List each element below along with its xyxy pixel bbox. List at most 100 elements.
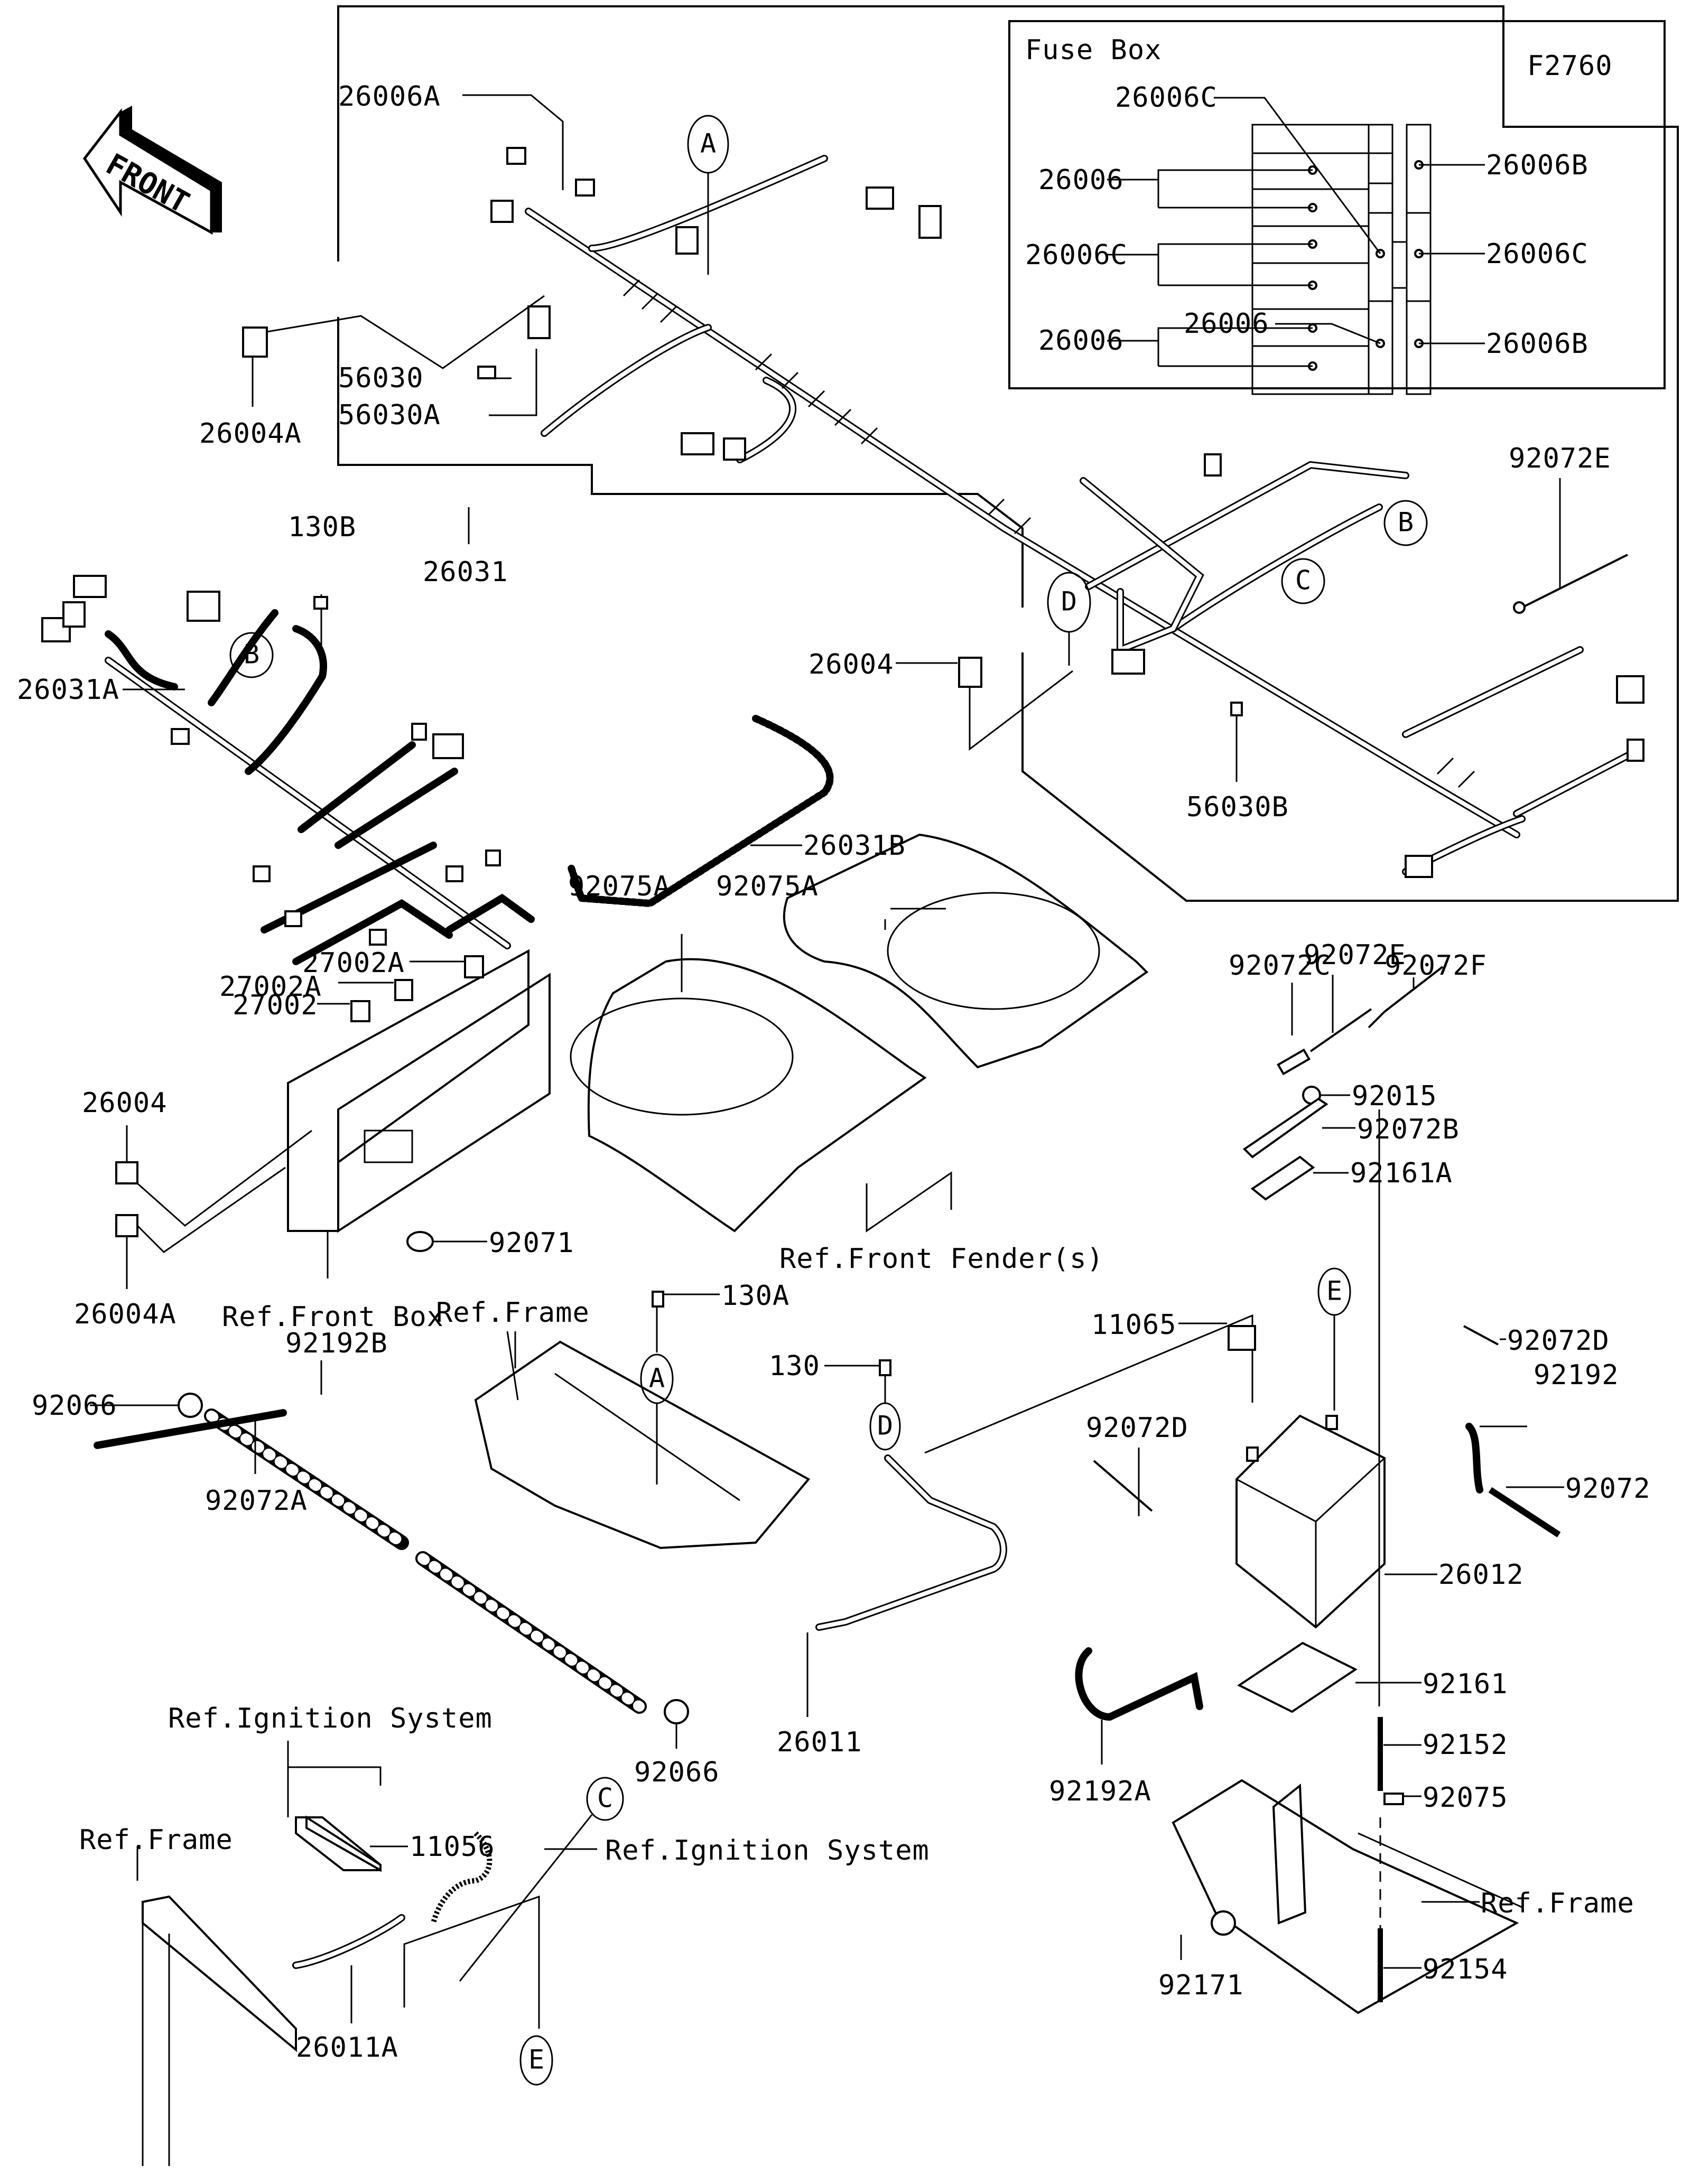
callout-b-sub-letter: B	[244, 639, 259, 670]
leader-front-fenders	[866, 1171, 952, 1233]
fuse-label-left-mid: 26006C	[1025, 239, 1128, 271]
bracket-92072B	[1242, 1097, 1328, 1159]
cap-92066-left	[178, 1393, 203, 1418]
callout-c-ignition-letter: C	[597, 1783, 613, 1814]
part-label-11065: 11065	[1091, 1309, 1177, 1341]
ground-cable-26011A-inner	[294, 1916, 404, 1967]
callout-a-top-letter: A	[700, 128, 716, 159]
fuse-label-top-center: 26006C	[1115, 82, 1218, 114]
tube-92192A	[1075, 1647, 1203, 1721]
part-label-92192: 92192	[1534, 1359, 1619, 1391]
leader-56030A	[489, 349, 537, 416]
callout-a-frame-letter: A	[649, 1363, 665, 1394]
part-label-92072D-left: 92072D	[1086, 1412, 1188, 1444]
callout-d-harness-letter: D	[1061, 586, 1077, 617]
part-label-92192B: 92192B	[285, 1328, 388, 1359]
part-label-92161A: 92161A	[1350, 1158, 1453, 1189]
part-label-92072E-top: 92072E	[1509, 443, 1611, 474]
relays	[350, 955, 484, 1022]
frame-bottom-left	[142, 1895, 297, 2166]
part-label-26011: 26011	[777, 1726, 862, 1758]
part-label-26012: 26012	[1438, 1559, 1524, 1591]
part-label-26031A: 26031A	[17, 674, 119, 706]
fuse-box-inset: Fuse Box 26	[1008, 20, 1666, 395]
frame-middle	[474, 1331, 811, 1550]
connector-26004A-left	[115, 1214, 138, 1237]
part-label-130B: 130B	[288, 511, 356, 543]
callout-b-harness	[1383, 500, 1428, 546]
fuse-block-main	[1251, 124, 1393, 395]
bolt-130A-icon	[652, 1291, 664, 1308]
part-label-92072: 92072	[1565, 1473, 1651, 1505]
bracket-11056	[305, 1815, 382, 1872]
part-label-56030B: 56030B	[1186, 791, 1289, 823]
fuse-label-right-mid: 26006C	[1486, 238, 1588, 270]
part-label-92154: 92154	[1423, 1954, 1508, 1985]
cable-tie-92072E-top	[1521, 554, 1628, 609]
part-label-27002A-2: 27002A	[219, 971, 322, 1003]
part-label-92066-right: 92066	[634, 1757, 720, 1788]
part-label-92072A: 92072A	[205, 1485, 308, 1517]
part-label-26004-mid: 26004	[809, 649, 894, 680]
part-label-92161: 92161	[1423, 1668, 1508, 1700]
harness-group-outline	[337, 5, 1679, 902]
battery-26012	[1235, 1414, 1386, 1629]
part-label-130A: 130A	[721, 1280, 789, 1312]
part-label-92072D-right: 92072D	[1507, 1325, 1610, 1357]
label-56030B-shape	[1230, 702, 1243, 716]
callout-b-harness-letter: B	[1398, 507, 1414, 538]
pad-92161A	[1250, 1155, 1315, 1201]
callout-c-ignition	[586, 1777, 624, 1821]
part-label-26004-left: 26004	[82, 1087, 168, 1119]
ref-ignition-top: Ref.Ignition System	[168, 1703, 493, 1734]
connector-26004-left	[115, 1161, 138, 1184]
part-label-92075: 92075	[1423, 1782, 1508, 1814]
part-label-56030A: 56030A	[338, 399, 441, 431]
callout-c-harness-letter: C	[1295, 565, 1311, 596]
fuse-label-left-bottom: 26006	[1038, 325, 1124, 357]
harness-group-outline-lower	[337, 317, 1024, 608]
label-56030-shape	[477, 366, 496, 379]
clip-92075	[1383, 1793, 1404, 1805]
fuse-box-frame	[1008, 20, 1666, 389]
connector-26004-mid	[958, 657, 982, 688]
ground-cable-26011A	[292, 1914, 405, 1969]
bolt-130B-icon	[313, 596, 328, 610]
fuse-slot-lines	[1252, 152, 1430, 347]
ref-frame-mid: Ref.Frame	[436, 1297, 590, 1329]
ref-frame-bottom-left: Ref.Frame	[79, 1824, 233, 1856]
part-label-27002A-1: 27002A	[302, 947, 405, 979]
fuse-label-right-bottom: 26006B	[1486, 328, 1588, 360]
ref-front-box: Ref.Front Box	[222, 1301, 444, 1333]
battery-tray	[1172, 1779, 1522, 2014]
figure-code: F2760	[1527, 50, 1613, 82]
part-label-26006A: 26006A	[338, 81, 441, 113]
main-wiring-harness	[490, 147, 1644, 878]
fuse-block-column	[1368, 124, 1393, 395]
fuse-label-right-top: 26006B	[1486, 150, 1588, 181]
fuse-box-title: Fuse Box	[1025, 34, 1162, 66]
part-label-92072F: 92072F	[1385, 950, 1487, 982]
tie-92072A	[93, 1409, 287, 1449]
part-label-92066-left: 92066	[32, 1390, 117, 1422]
mount-plate	[295, 1816, 382, 1871]
cap-92066-right	[664, 1699, 689, 1724]
part-label-92015: 92015	[1352, 1080, 1437, 1112]
bolt-130-icon	[879, 1359, 891, 1376]
ref-front-fenders: Ref.Front Fender(s)	[779, 1243, 1104, 1275]
spiral-tube-92192B-b-rib	[417, 1553, 645, 1712]
part-label-26011A: 26011A	[296, 2032, 398, 2064]
fuse-leader-lines	[1107, 97, 1485, 367]
pad-92161	[1237, 1641, 1358, 1713]
part-label-92152: 92152	[1423, 1729, 1508, 1761]
part-label-92072C: 92072C	[1229, 950, 1331, 982]
tie-92072D-left	[1093, 1460, 1153, 1512]
spiral-tube-92192B-a-rib	[206, 1411, 407, 1548]
callout-e-bottom	[519, 2035, 553, 2086]
tie-92072F	[1368, 966, 1444, 1029]
fuse-label-left-top: 26006	[1038, 164, 1124, 196]
callout-e-battery-letter: E	[1326, 1276, 1342, 1306]
tube-92192	[1465, 1423, 1483, 1494]
part-label-26031: 26031	[423, 556, 508, 588]
